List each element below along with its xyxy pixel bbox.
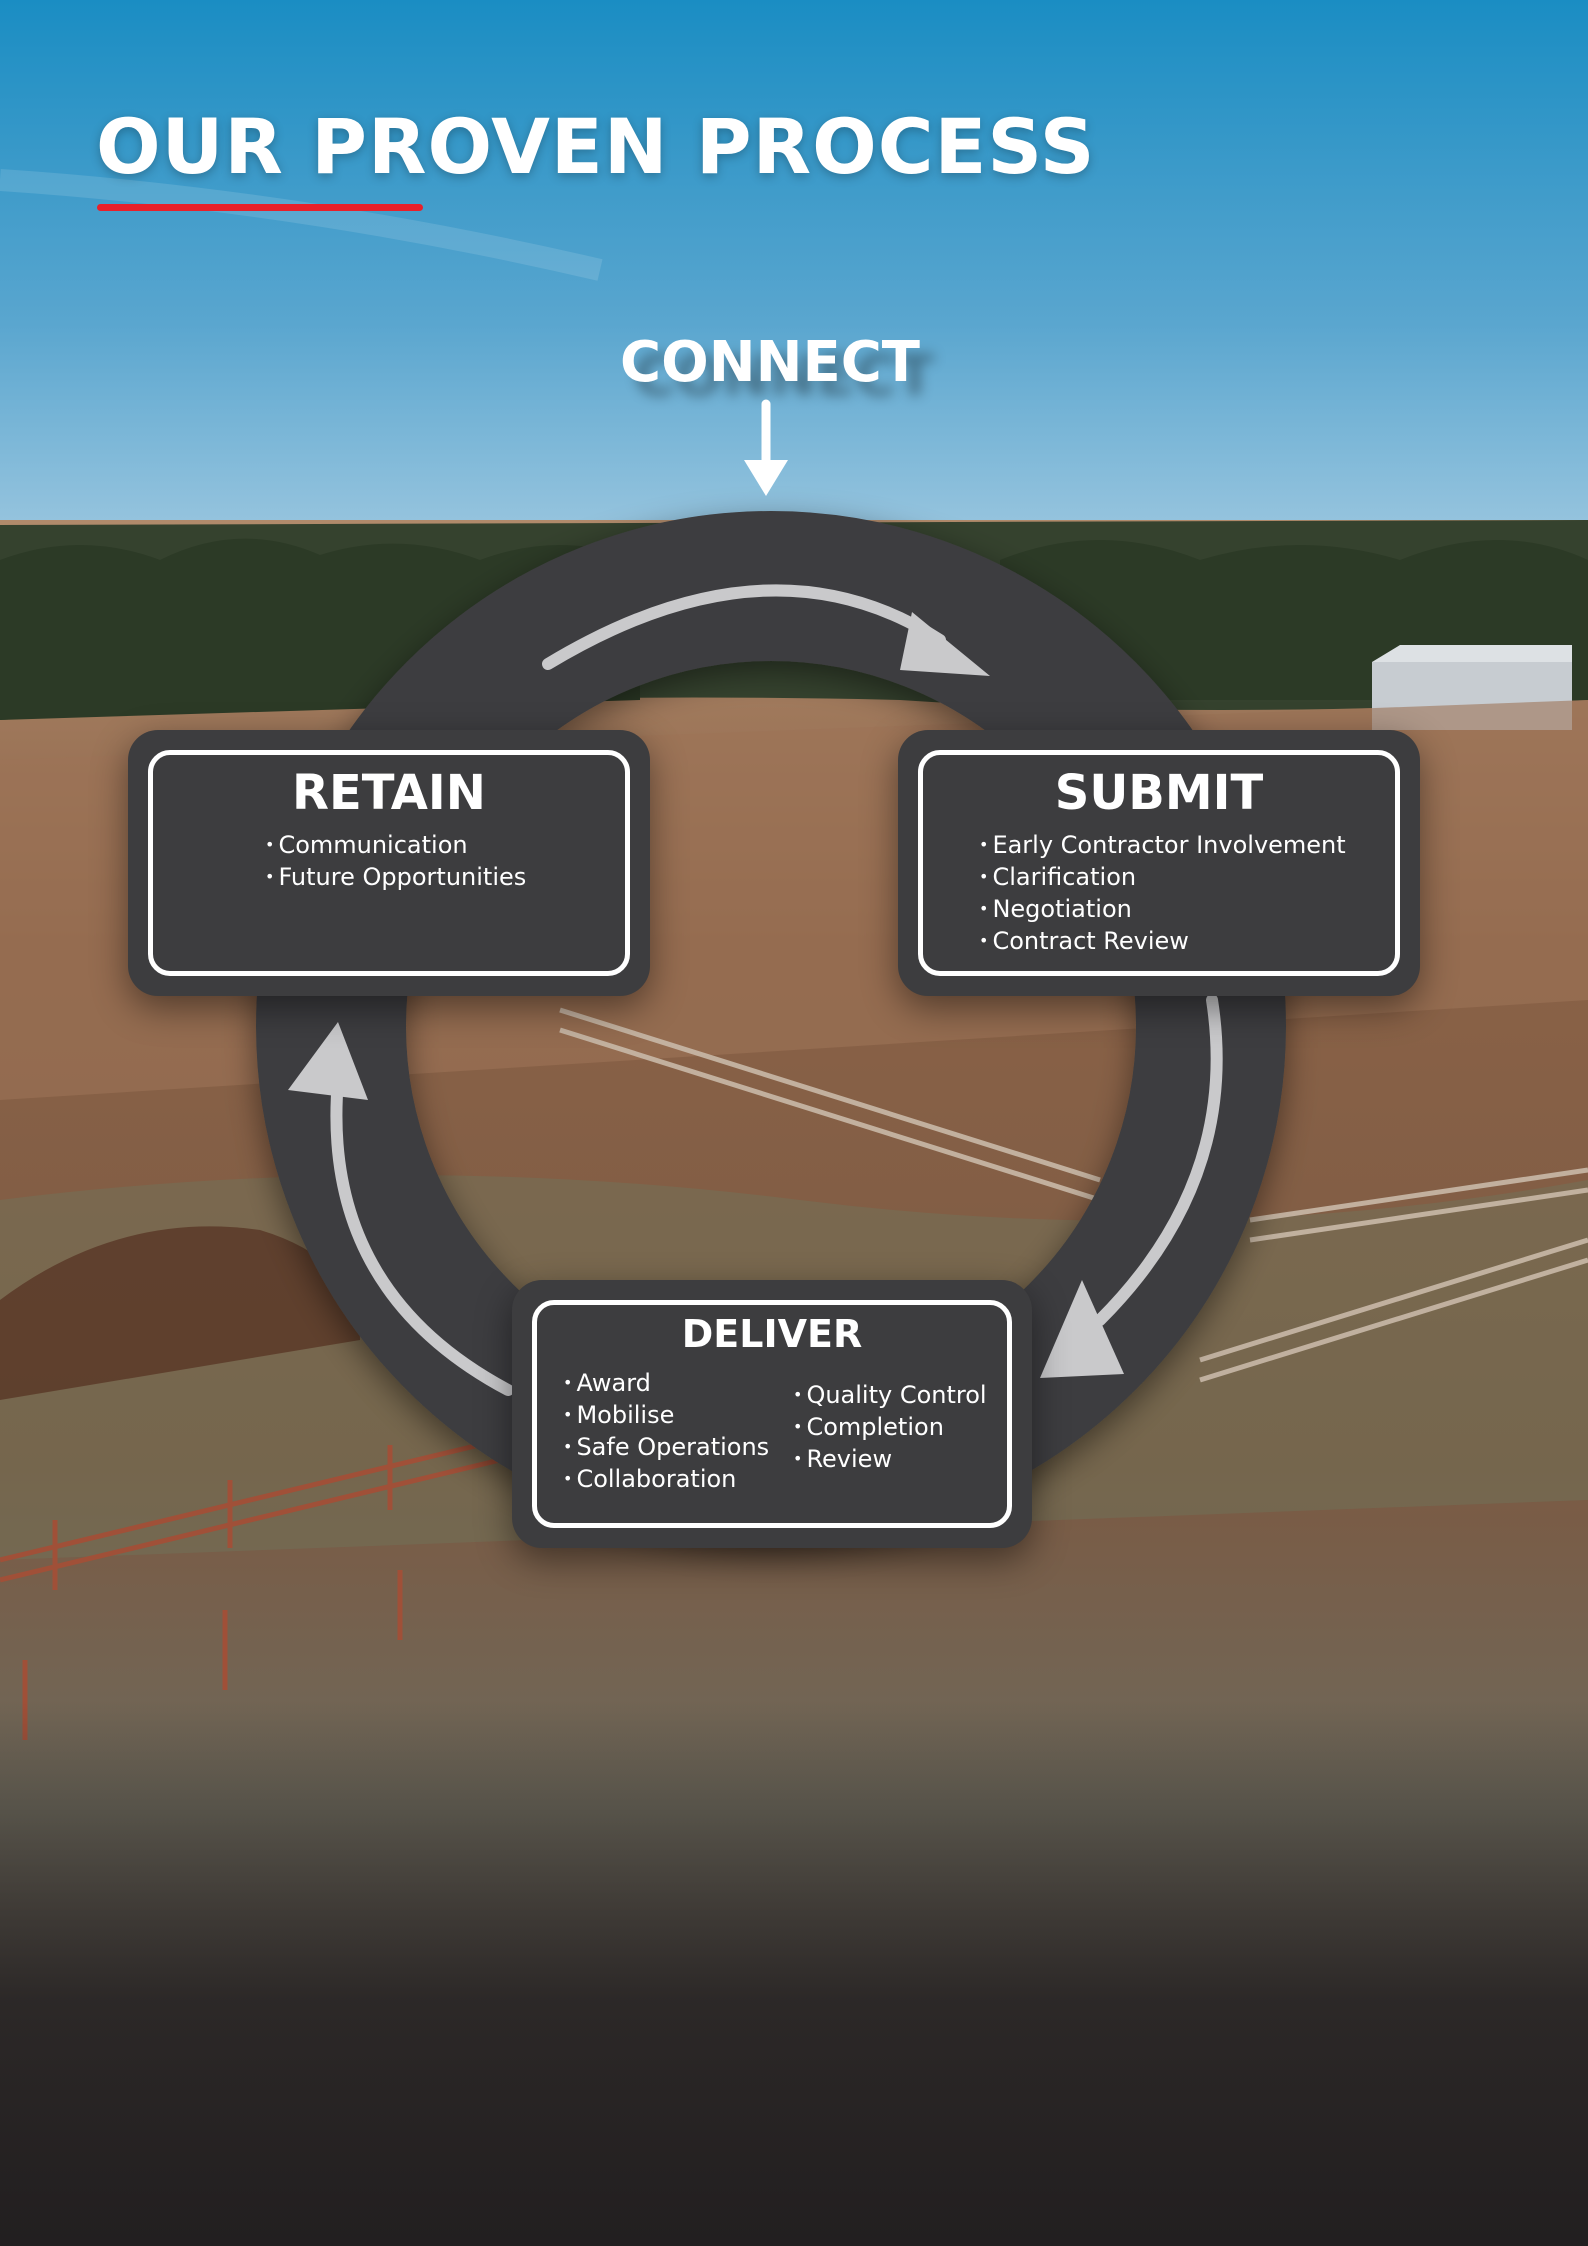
- curved-arrow-icon: [542, 584, 990, 676]
- list-item: •Early Contractor Involvement: [979, 831, 1346, 859]
- stage-deliver-list-left: •Award •Mobilise •Safe Operations •Colla…: [563, 1367, 769, 1495]
- list-item: •Quality Control: [793, 1381, 987, 1409]
- list-item: •Clarification: [979, 863, 1137, 891]
- list-item: •Contract Review: [979, 927, 1189, 955]
- stage-deliver-title: DELIVER: [681, 1312, 863, 1356]
- list-item: •Mobilise: [563, 1401, 675, 1429]
- curved-arrow-icon: [288, 1022, 514, 1396]
- list-item: •Communication: [265, 831, 468, 859]
- stage-retain-panel: RETAIN •Communication •Future Opportunit…: [148, 750, 630, 976]
- list-item: •Collaboration: [563, 1465, 737, 1493]
- list-item: •Review: [793, 1445, 893, 1473]
- curved-arrow-icon: [1040, 994, 1223, 1378]
- stage-submit-panel: SUBMIT •Early Contractor Involvement •Cl…: [918, 750, 1400, 976]
- stage-submit-title: SUBMIT: [1054, 765, 1264, 821]
- title-underline: [97, 204, 423, 211]
- list-item: •Negotiation: [979, 895, 1132, 923]
- stage-retain-title: RETAIN: [292, 765, 486, 821]
- stage-deliver-list-right: •Quality Control •Completion •Review: [793, 1379, 987, 1475]
- stage-retain-list: •Communication •Future Opportunities: [265, 829, 625, 893]
- connect-label: CONNECT: [620, 330, 920, 395]
- stage-deliver: DELIVER •Award •Mobilise •Safe Operation…: [512, 1280, 1032, 1548]
- list-item: •Award: [563, 1369, 651, 1397]
- arrow-down-icon: [744, 399, 788, 496]
- list-item: •Completion: [793, 1413, 944, 1441]
- stage-submit: SUBMIT •Early Contractor Involvement •Cl…: [898, 730, 1420, 996]
- stage-retain: RETAIN •Communication •Future Opportunit…: [128, 730, 650, 996]
- stage-submit-list: •Early Contractor Involvement •Clarifica…: [979, 829, 1395, 957]
- list-item: •Future Opportunities: [265, 863, 527, 891]
- stage-deliver-panel: DELIVER •Award •Mobilise •Safe Operation…: [532, 1300, 1012, 1528]
- list-item: •Safe Operations: [563, 1433, 770, 1461]
- page-title: OUR PROVEN PROCESS: [96, 102, 1096, 191]
